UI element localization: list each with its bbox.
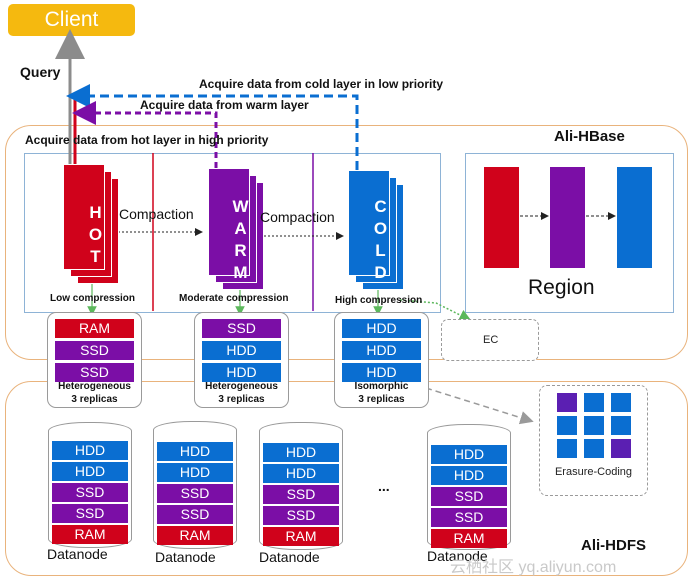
datanode-2-label: Datanode bbox=[155, 549, 216, 565]
hot-storage-caption-1: Heterogeneous bbox=[58, 381, 131, 392]
warm-compression-label: Moderate compression bbox=[179, 293, 289, 304]
datanode-1-ssd-2: SSD bbox=[52, 504, 128, 523]
hot-storage-caption-2: 3 replicas bbox=[71, 394, 118, 405]
cold-compression-label: High compression bbox=[335, 295, 423, 306]
warm-layer-stack: W A R M bbox=[208, 168, 264, 290]
ec-cell-6 bbox=[611, 416, 631, 435]
datanode-4: HDD HDD SSD SSD RAM bbox=[427, 424, 511, 550]
datanode-3-ram: RAM bbox=[263, 527, 339, 546]
datanode-4-label: Datanode bbox=[427, 548, 488, 564]
datanode-3-hdd-2: HDD bbox=[263, 464, 339, 483]
datanode-2-hdd-1: HDD bbox=[157, 442, 233, 461]
erasure-coding-box: Erasure-Coding bbox=[539, 385, 648, 496]
hot-storage-card: RAM SSD SSD Heterogeneous 3 replicas bbox=[47, 312, 142, 408]
hot-compression-label: Low compression bbox=[50, 293, 136, 304]
datanode-2: HDD HDD SSD SSD RAM bbox=[153, 421, 237, 549]
cold-storage-hdd-3: HDD bbox=[342, 363, 421, 382]
datanode-3-ssd-1: SSD bbox=[263, 485, 339, 504]
compaction-label-2: Compaction bbox=[260, 209, 335, 225]
hot-layer-label: Acquire data from hot layer in high prio… bbox=[25, 133, 269, 147]
cold-letter-3: L bbox=[375, 241, 387, 260]
datanode-1-label: Datanode bbox=[47, 546, 108, 562]
region-block-purple bbox=[550, 167, 585, 268]
cold-storage-hdd-2: HDD bbox=[342, 341, 421, 360]
ec-cell-5 bbox=[584, 416, 604, 435]
ec-cell-9 bbox=[611, 439, 631, 458]
hot-letter-2: O bbox=[88, 225, 104, 244]
datanode-4-ssd-2: SSD bbox=[431, 508, 507, 527]
datanode-1-ram: RAM bbox=[52, 525, 128, 544]
warm-storage-caption-1: Heterogeneous bbox=[205, 381, 278, 392]
warm-layer-front: W A R M bbox=[208, 168, 250, 282]
ec-cell-2 bbox=[584, 393, 604, 412]
datanode-3-ssd-2: SSD bbox=[263, 506, 339, 525]
compaction-label-1: Compaction bbox=[119, 206, 194, 222]
datanode-4-hdd-1: HDD bbox=[431, 445, 507, 464]
hot-letter-1: H bbox=[89, 203, 103, 222]
ec-box: EC bbox=[441, 319, 539, 361]
warm-letter-4: M bbox=[233, 263, 249, 282]
hot-storage-ssd-1: SSD bbox=[55, 341, 134, 360]
warm-letter-3: R bbox=[234, 241, 248, 260]
datanode-1-ssd-1: SSD bbox=[52, 483, 128, 502]
ec-label: EC bbox=[483, 334, 499, 346]
cold-letter-2: O bbox=[373, 219, 389, 238]
cold-layer-front: C O L D bbox=[348, 170, 390, 282]
datanode-3-hdd-1: HDD bbox=[263, 443, 339, 462]
watermark: 云栖社区 yq.aliyun.com bbox=[450, 559, 617, 576]
datanode-2-hdd-2: HDD bbox=[157, 463, 233, 482]
hot-letter-3: T bbox=[90, 247, 102, 266]
cold-letter-4: D bbox=[374, 263, 388, 282]
ec-cell-8 bbox=[584, 439, 604, 458]
datanode-4-ssd-1: SSD bbox=[431, 487, 507, 506]
warm-storage-ssd: SSD bbox=[202, 319, 281, 338]
ec-cell-3 bbox=[611, 393, 631, 412]
query-label: Query bbox=[20, 64, 61, 80]
ec-cell-4 bbox=[557, 416, 577, 435]
hot-storage-ssd-2: SSD bbox=[55, 363, 134, 382]
datanode-3: HDD HDD SSD SSD RAM bbox=[259, 422, 343, 550]
region-block-blue bbox=[617, 167, 652, 268]
datanode-1-hdd-1: HDD bbox=[52, 441, 128, 460]
cold-storage-caption-2: 3 replicas bbox=[358, 394, 405, 405]
datanode-4-hdd-2: HDD bbox=[431, 466, 507, 485]
ec-cell-7 bbox=[557, 439, 577, 458]
hot-layer-front: H O T bbox=[63, 164, 105, 270]
cold-storage-hdd-1: HDD bbox=[342, 319, 421, 338]
erasure-coding-label: Erasure-Coding bbox=[554, 466, 633, 478]
cold-storage-card: HDD HDD HDD Isomorphic 3 replicas bbox=[334, 312, 429, 408]
warm-letter-1: W bbox=[232, 197, 250, 216]
datanode-ellipsis: ... bbox=[378, 478, 390, 494]
cold-letter-1: C bbox=[374, 197, 388, 216]
region-block-red bbox=[484, 167, 519, 268]
cold-layer-label: Acquire data from cold layer in low prio… bbox=[199, 77, 444, 91]
region-panel bbox=[465, 153, 674, 313]
warm-storage-hdd-1: HDD bbox=[202, 341, 281, 360]
hdfs-title: Ali-HDFS bbox=[581, 537, 646, 554]
ec-cell-1 bbox=[557, 393, 577, 412]
datanode-2-ssd-1: SSD bbox=[157, 484, 233, 503]
datanode-1-hdd-2: HDD bbox=[52, 462, 128, 481]
warm-storage-card: SSD HDD HDD Heterogeneous 3 replicas bbox=[194, 312, 289, 408]
hot-layer-stack: H O T bbox=[63, 164, 119, 284]
hbase-title: Ali-HBase bbox=[554, 128, 625, 145]
warm-layer-label: Acquire data from warm layer bbox=[140, 98, 309, 112]
datanode-2-ram: RAM bbox=[157, 526, 233, 545]
region-label: Region bbox=[528, 276, 595, 299]
datanode-3-label: Datanode bbox=[259, 549, 320, 565]
warm-storage-caption-2: 3 replicas bbox=[218, 394, 265, 405]
client-label: Client bbox=[44, 8, 99, 31]
warm-letter-2: A bbox=[234, 219, 248, 238]
datanode-4-ram: RAM bbox=[431, 529, 507, 548]
cold-storage-caption-1: Isomorphic bbox=[354, 381, 409, 392]
cold-layer-stack: C O L D bbox=[348, 170, 404, 290]
warm-storage-hdd-2: HDD bbox=[202, 363, 281, 382]
hot-storage-ram: RAM bbox=[55, 319, 134, 338]
datanode-1: HDD HDD SSD SSD RAM bbox=[48, 422, 132, 548]
datanode-2-ssd-2: SSD bbox=[157, 505, 233, 524]
